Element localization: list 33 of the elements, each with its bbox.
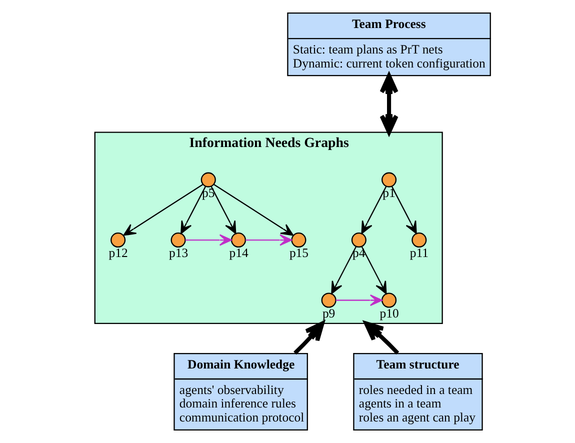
arrow xyxy=(335,294,382,306)
node-circle xyxy=(110,232,126,248)
node-label: p5 xyxy=(202,186,214,200)
node-label: p13 xyxy=(168,246,188,260)
node-circle xyxy=(290,232,306,248)
arrow xyxy=(330,246,356,294)
arrow xyxy=(212,184,294,236)
node-circle xyxy=(230,232,246,248)
node-label: p1 xyxy=(382,186,395,200)
node-label: p14 xyxy=(228,246,248,260)
node-circle xyxy=(320,292,336,308)
arrow xyxy=(122,184,203,236)
node-label: p15 xyxy=(288,246,308,260)
node-circle xyxy=(170,232,186,248)
arrow xyxy=(364,321,399,354)
arrow xyxy=(180,186,206,234)
arrow xyxy=(360,246,386,294)
node-circle xyxy=(381,292,396,308)
node-label: p10 xyxy=(379,306,398,320)
arrow xyxy=(360,186,386,234)
arrow xyxy=(184,234,232,246)
arrow xyxy=(390,186,416,234)
arrow xyxy=(210,186,236,234)
node-circle xyxy=(200,172,216,188)
arrow xyxy=(293,321,324,355)
node-circle xyxy=(350,232,366,248)
node-label: p11 xyxy=(409,246,428,260)
node-circle xyxy=(411,232,426,248)
node-label: p12 xyxy=(108,246,128,260)
node-circle xyxy=(381,172,396,188)
arrow xyxy=(379,74,398,134)
node-label: p9 xyxy=(322,306,335,320)
arrow xyxy=(245,234,292,246)
